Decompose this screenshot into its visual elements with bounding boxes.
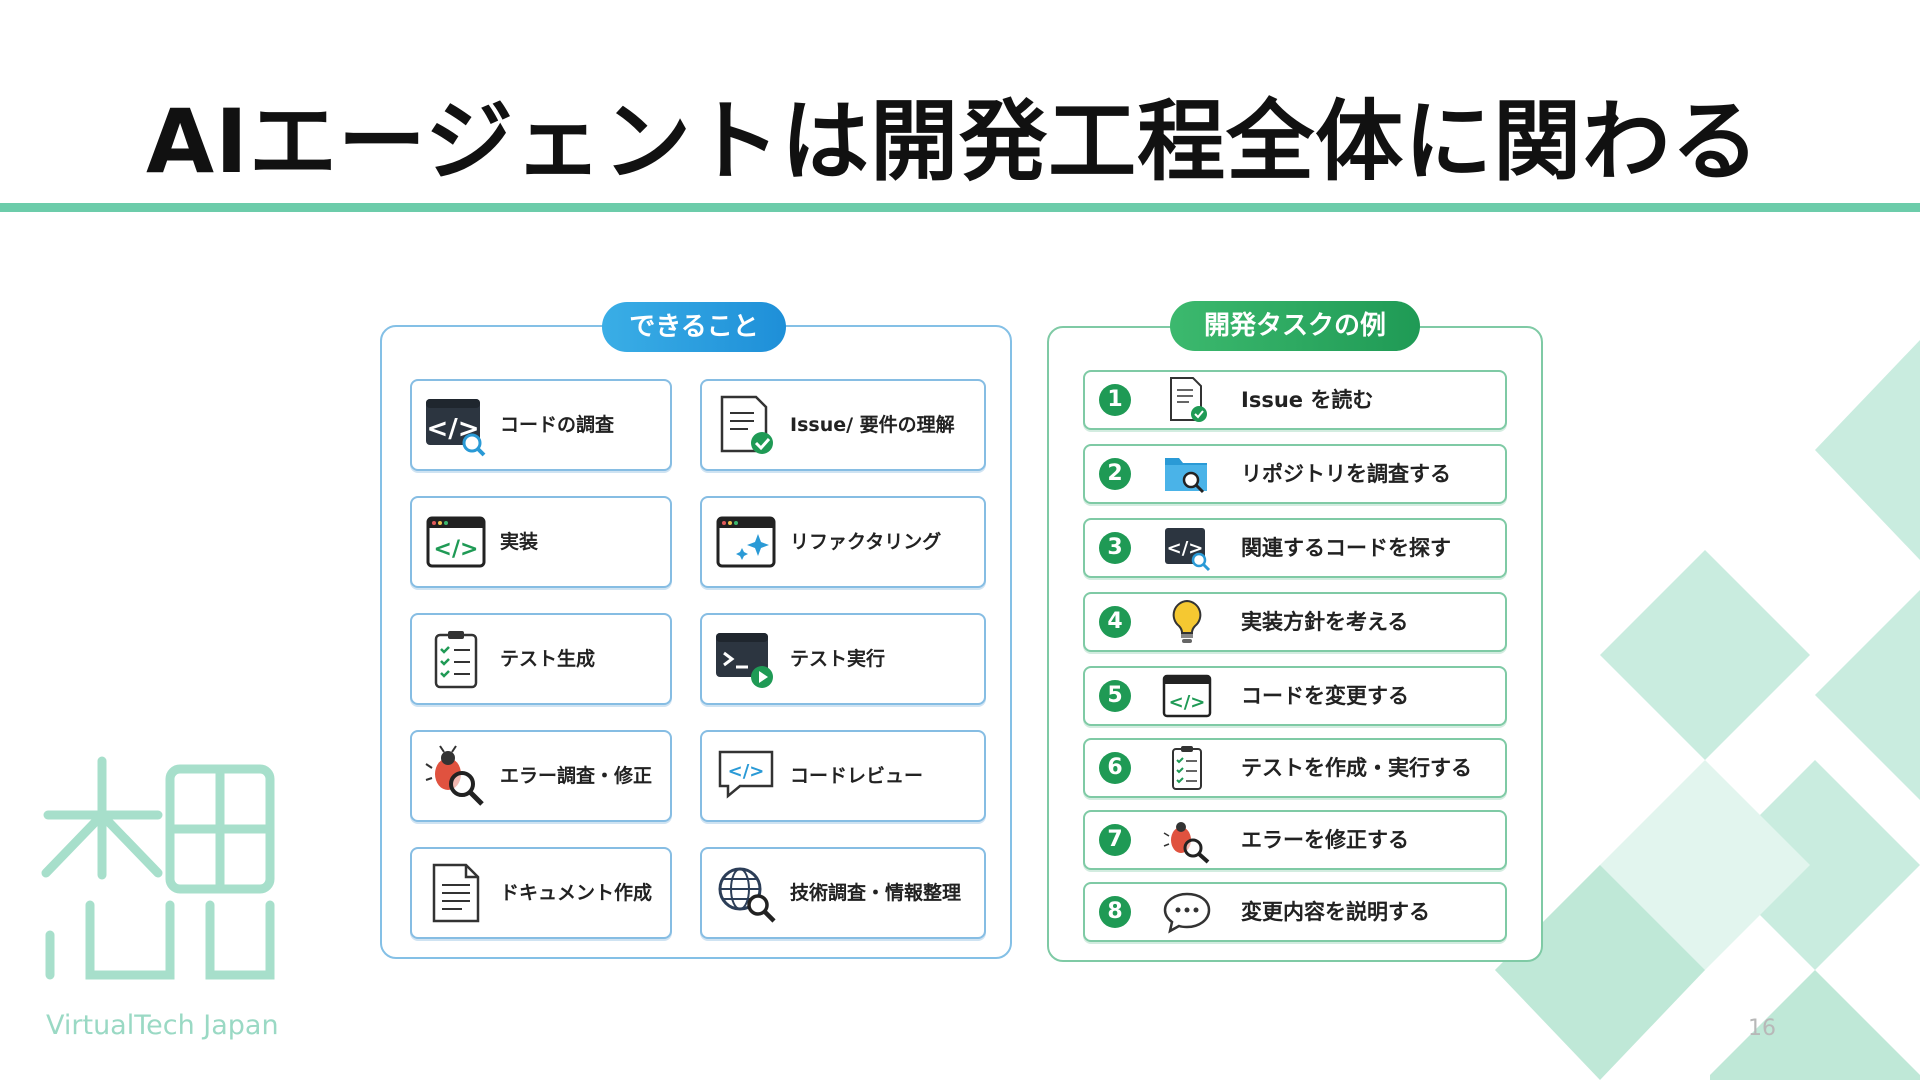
bug-search-icon [425,745,484,806]
checklist-icon [1172,746,1202,790]
step-number: 6 [1099,752,1131,784]
step-number: 5 [1099,680,1131,712]
task-item: 7 エラーを修正する [1083,810,1507,870]
task-label: 実装方針を考える [1241,610,1409,634]
card-label: Issue/ 要件の理解 [790,414,955,436]
card-error-investigation: エラー調査・修正 [410,730,672,822]
logo-text: VirtualTech Japan [46,1010,279,1041]
sparkle-window-icon [716,516,776,568]
step-number: 8 [1099,896,1131,928]
card-test-generation: テスト生成 [410,613,672,705]
code-search-icon: </> [1165,528,1211,572]
title-underline [0,203,1920,212]
code-window-icon: </> [426,516,486,568]
code-chat-icon: </> [718,750,774,799]
step-number: 7 [1099,824,1131,856]
card-label: テスト生成 [500,648,596,670]
card-label: 技術調査・情報整理 [790,882,962,904]
step-number: 4 [1099,606,1131,638]
task-item: 3 </> 関連するコードを探す [1083,518,1507,578]
code-window-icon: </> [1162,674,1212,718]
page-number: 16 [1748,1016,1776,1041]
card-issue-understanding: Issue/ 要件の理解 [700,379,986,471]
bug-search-icon [1163,822,1210,864]
task-item: 4 実装方針を考える [1083,592,1507,652]
card-label: ドキュメント作成 [500,882,653,904]
document-icon [432,863,480,923]
task-item: 2 リポジトリを調査する [1083,444,1507,504]
task-label: リポジトリを調査する [1241,462,1451,486]
task-item: 1 Issue を読む [1083,370,1507,430]
card-label: リファクタリング [790,531,942,553]
svg-text:</>: </> [434,537,479,562]
globe-search-icon [718,867,776,923]
document-check-icon [720,395,773,454]
task-label: Issue を読む [1241,388,1374,412]
task-examples-heading: 開発タスクの例 [1170,301,1420,351]
terminal-play-icon [716,633,773,688]
task-label: 関連するコードを探す [1241,536,1451,560]
company-logo [41,756,275,980]
code-search-icon: </> [426,399,486,457]
task-label: コードを変更する [1241,684,1409,708]
task-label: エラーを修正する [1241,828,1409,852]
card-label: エラー調査・修正 [500,765,653,787]
task-item: 8 変更内容を説明する [1083,882,1507,942]
card-code-review: </> コードレビュー [700,730,986,822]
step-number: 1 [1099,384,1131,416]
card-label: テスト実行 [790,648,886,670]
task-item: 6 テストを作成・実行する [1083,738,1507,798]
card-refactoring: リファクタリング [700,496,986,588]
card-label: 実装 [500,531,539,553]
task-label: 変更内容を説明する [1241,900,1430,924]
step-number: 2 [1099,458,1131,490]
card-code-investigation: </> コードの調査 [410,379,672,471]
card-tech-research: 技術調査・情報整理 [700,847,986,939]
page-title: AIエージェントは開発工程全体に関わる [146,90,1761,193]
svg-text:</>: </> [1167,538,1204,559]
svg-text:</>: </> [1169,692,1206,713]
svg-text:</>: </> [728,761,765,782]
document-check-icon [1170,377,1207,422]
card-label: コードレビュー [790,765,924,787]
folder-search-icon [1165,458,1207,494]
chat-bubble-icon [1163,892,1211,934]
card-documentation: ドキュメント作成 [410,847,672,939]
capabilities-heading: できること [602,302,786,352]
step-number: 3 [1099,532,1131,564]
task-label: テストを作成・実行する [1241,756,1472,780]
card-test-execution: テスト実行 [700,613,986,705]
lightbulb-icon [1172,599,1202,643]
card-label: コードの調査 [500,414,615,436]
task-item: 5 </> コードを変更する [1083,666,1507,726]
card-implementation: </> 実装 [410,496,672,588]
checklist-icon [434,631,478,689]
